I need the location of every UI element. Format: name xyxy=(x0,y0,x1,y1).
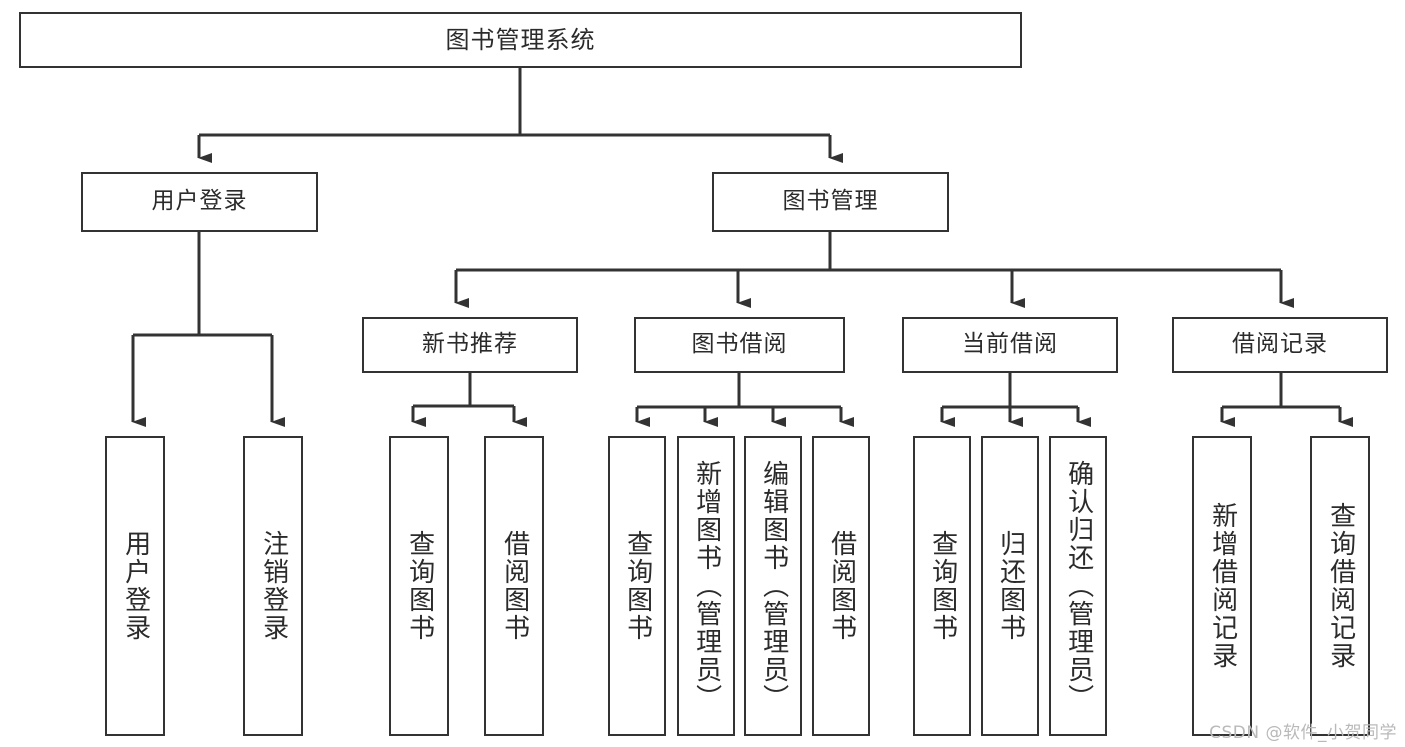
node-leaf-query-book-2[interactable]: 查询图书 xyxy=(608,436,666,736)
node-label: 注销登录 xyxy=(258,530,289,642)
node-label: 编辑图书（管理员） xyxy=(758,460,789,712)
node-label: 借阅图书 xyxy=(826,530,857,642)
node-label: 确认归还（管理员） xyxy=(1063,460,1094,712)
node-book-borrow[interactable]: 图书借阅 xyxy=(634,317,845,373)
node-leaf-borrow-book-1[interactable]: 借阅图书 xyxy=(484,436,544,736)
node-leaf-query-record[interactable]: 查询借阅记录 xyxy=(1310,436,1370,736)
node-leaf-logout[interactable]: 注销登录 xyxy=(243,436,303,736)
node-leaf-add-record[interactable]: 新增借阅记录 xyxy=(1192,436,1252,736)
node-user-login[interactable]: 用户登录 xyxy=(81,172,318,232)
node-label: 查询图书 xyxy=(927,530,958,642)
node-label: 查询图书 xyxy=(622,530,653,642)
node-borrow-record[interactable]: 借阅记录 xyxy=(1172,317,1388,373)
node-book-manage[interactable]: 图书管理 xyxy=(712,172,949,232)
node-label: 新增图书（管理员） xyxy=(691,460,722,712)
node-label: 用户登录 xyxy=(120,530,151,642)
node-leaf-user-login[interactable]: 用户登录 xyxy=(105,436,165,736)
node-root[interactable]: 图书管理系统 xyxy=(19,12,1022,68)
node-leaf-confirm-return[interactable]: 确认归还（管理员） xyxy=(1049,436,1107,736)
node-leaf-edit-book[interactable]: 编辑图书（管理员） xyxy=(744,436,802,736)
node-label: 查询借阅记录 xyxy=(1325,502,1356,670)
node-leaf-borrow-book-2[interactable]: 借阅图书 xyxy=(812,436,870,736)
watermark: CSDN @软件_小贺同学 xyxy=(1209,723,1397,743)
node-leaf-add-book[interactable]: 新增图书（管理员） xyxy=(677,436,735,736)
node-label: 新增借阅记录 xyxy=(1207,502,1238,670)
node-leaf-return-book[interactable]: 归还图书 xyxy=(981,436,1039,736)
node-current-borrow[interactable]: 当前借阅 xyxy=(902,317,1118,373)
node-leaf-query-book-3[interactable]: 查询图书 xyxy=(913,436,971,736)
node-label: 查询图书 xyxy=(404,530,435,642)
node-label: 借阅图书 xyxy=(499,530,530,642)
node-label: 归还图书 xyxy=(995,530,1026,642)
node-new-book-recommend[interactable]: 新书推荐 xyxy=(362,317,578,373)
node-leaf-query-book-1[interactable]: 查询图书 xyxy=(389,436,449,736)
